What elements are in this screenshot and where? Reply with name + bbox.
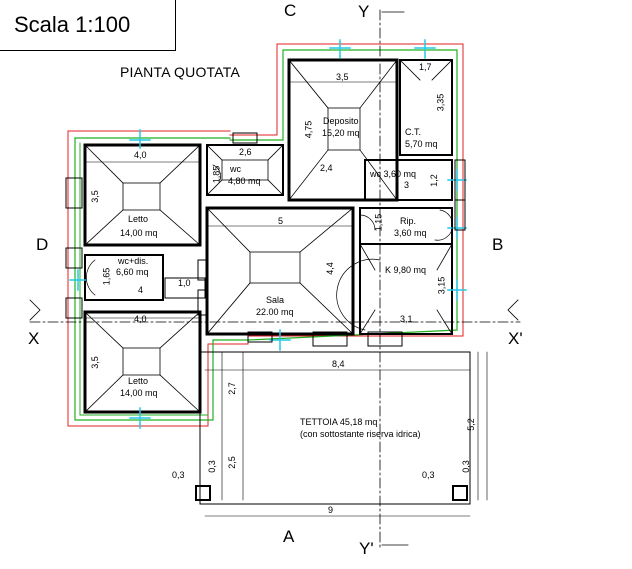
dim-4: 4	[138, 285, 144, 295]
axis-d-label: D	[36, 235, 49, 254]
dim-8-4: 8,4	[332, 359, 345, 369]
axis-y-top-label: Y	[358, 2, 370, 21]
dim-0-3-b: 0,3	[206, 460, 217, 473]
wall-k	[359, 243, 453, 335]
plan-subtitle: PIANTA QUOTATA	[120, 64, 240, 80]
dim-0-3-c: 0,3	[422, 470, 435, 480]
room-letto-bottom-area: 14,00 mq	[120, 388, 158, 398]
dim-1-2: 1,2	[428, 174, 439, 187]
door-arcs	[86, 164, 454, 331]
dim-0-3-d: 0,3	[460, 460, 471, 473]
dim-2-7: 2,7	[226, 382, 237, 395]
room-wcdis-area: 6,60 mq	[116, 267, 149, 277]
dim-3-5-left-top: 3,5	[89, 190, 100, 203]
dim-3-5-top: 3,5	[336, 72, 349, 82]
dim-3-35: 3,35	[435, 93, 446, 112]
room-letto-top-area: 14,00 mq	[120, 228, 158, 238]
wall-wcdis	[84, 254, 164, 301]
room-ct-name: C.T.	[405, 127, 422, 137]
dim-9: 9	[328, 505, 334, 515]
dim-1-7: 1,7	[419, 62, 432, 72]
room-deposito-area: 15,20 mq	[322, 128, 360, 138]
openings	[65, 132, 466, 347]
dim-1-65: 1,65	[101, 267, 112, 286]
dim-3-right: 3	[404, 180, 410, 190]
wall-corridor	[164, 277, 206, 299]
tettoia-post-right	[452, 485, 468, 501]
dim-3-15: 3,15	[436, 276, 447, 295]
axis-a-label: A	[283, 527, 295, 546]
room-ct-area: 5,70 mq	[405, 139, 438, 149]
dim-0-3-a: 0,3	[172, 470, 185, 480]
room-wc-top-area: 4,80 mq	[228, 176, 261, 186]
dim-1-0: 1,0	[178, 278, 191, 288]
axis-x-right-label: X'	[508, 329, 523, 348]
dim-5: 5	[278, 216, 284, 226]
section-arrow-x-left	[29, 299, 41, 321]
axis-x-left-label: X	[28, 329, 40, 348]
dimension-lines	[84, 81, 488, 517]
room-k-label: K 9,80 mq	[385, 265, 427, 275]
dim-2-5: 2,5	[226, 456, 237, 469]
room-wc-right-label: wc 3,60 mq	[370, 169, 417, 179]
dim-1-15: 1,15	[373, 213, 384, 232]
room-sala-name: Sala	[266, 295, 285, 305]
window-marks	[69, 39, 467, 429]
wall-wc-top	[206, 144, 284, 196]
dim-3-1: 3,1	[400, 314, 413, 324]
dim-4-0-bottom: 4,0	[134, 314, 147, 324]
dim-3-5-left-bottom: 3,5	[89, 356, 100, 369]
dim-5-2: 5,2	[465, 418, 476, 431]
tettoia-post-left	[195, 485, 211, 501]
wall-outline-green-inner	[79, 142, 209, 416]
dim-4-75: 4,75	[303, 120, 314, 139]
room-rip-name: Rip.	[400, 216, 417, 226]
wall-ct	[399, 59, 453, 156]
wall-deposito	[287, 58, 399, 202]
tettoia-outline	[199, 351, 471, 505]
room-sala-area: 22.00 mq	[256, 307, 294, 317]
tettoia-name: TETTOIA 45,18 mq	[300, 417, 378, 427]
section-arrow-x-right	[507, 299, 519, 321]
room-deposito-name: Deposito	[323, 116, 359, 126]
dim-4-0-top: 4,0	[134, 150, 147, 160]
axis-y-bottom-label: Y'	[359, 539, 374, 558]
wall-letto-top	[83, 143, 202, 247]
room-rip-area: 3,60 mq	[394, 228, 427, 238]
scale-label: Scala 1:100	[14, 12, 131, 37]
dim-2-4: 2,4	[320, 163, 333, 173]
dim-2-6: 2,6	[239, 147, 252, 157]
scale-box: Scala 1:100	[0, 0, 176, 51]
dim-1-85: 1,85	[211, 165, 222, 184]
axis-c-label: C	[284, 1, 297, 20]
axis-b-label: B	[492, 235, 504, 254]
tettoia-note: (con sottostante riserva idrica)	[300, 429, 421, 439]
room-letto-bottom-name: Letto	[128, 376, 149, 386]
room-wcdis-name: wc+dis.	[118, 256, 149, 266]
dim-4-4: 4,4	[324, 262, 335, 275]
room-letto-top-name: Letto	[128, 214, 149, 224]
room-wc-top-name: wc	[230, 164, 241, 174]
